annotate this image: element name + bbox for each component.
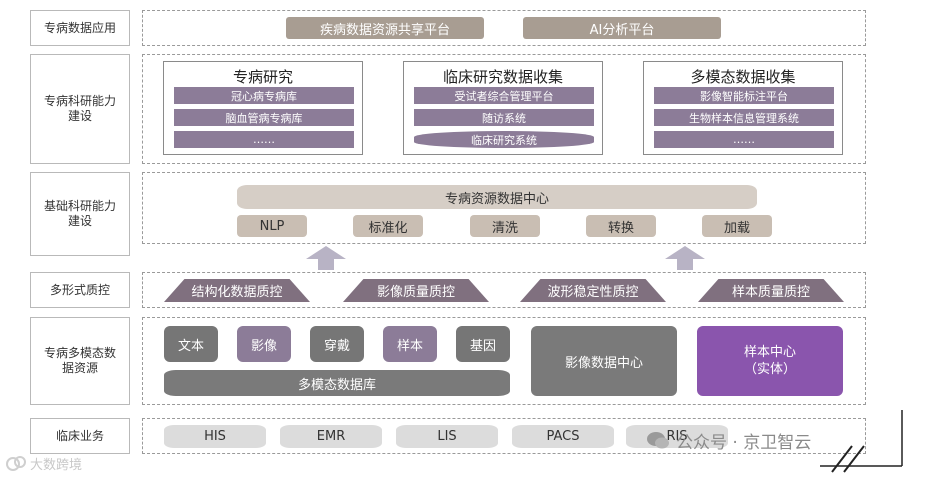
- app-layer-frame: [142, 10, 866, 46]
- basic-layer-frame: [142, 172, 866, 244]
- card-item: 随访系统: [414, 109, 594, 126]
- tile-imaging: 影像: [237, 326, 291, 362]
- card-title: 临床研究数据收集: [442, 68, 563, 86]
- multimodal-database: 多模态数据库: [164, 370, 510, 396]
- tile-gene: 基因: [456, 326, 510, 362]
- tile-sample: 样本: [383, 326, 437, 362]
- card-disease-research: 专病研究 冠心病专病库 脑血管病专病库 ……: [163, 61, 363, 155]
- system-lis: LIS: [396, 425, 498, 448]
- card-item: 临床研究系统: [414, 131, 594, 148]
- tag-clean: 清洗: [470, 215, 540, 237]
- qc-imaging: 影像质量质控: [343, 279, 489, 302]
- tag-nlp: NLP: [237, 215, 307, 237]
- research-layer-frame: [142, 54, 866, 164]
- card-item: ……: [174, 131, 354, 148]
- watermark-right: 公众号 · 京卫智云: [646, 426, 811, 454]
- system-emr: EMR: [280, 425, 382, 448]
- row-label-research: 专病科研能力 建设: [30, 54, 130, 164]
- up-arrow-icon: [665, 246, 705, 270]
- card-item: 脑血管病专病库: [174, 109, 354, 126]
- up-arrow-icon: [306, 246, 346, 270]
- row-label-clinical: 临床业务: [30, 418, 130, 454]
- card-item: 生物样本信息管理系统: [654, 109, 834, 126]
- card-item: 冠心病专病库: [174, 87, 354, 104]
- clinical-layer-frame: [142, 418, 866, 454]
- brand-logo-icon: [820, 410, 903, 473]
- card-title: 专病研究: [232, 68, 293, 86]
- watermark-left: 大数跨境: [6, 452, 82, 474]
- disease-data-center: 专病资源数据中心: [237, 185, 757, 209]
- watermark-logo-icon: [6, 456, 26, 471]
- tile-text: 文本: [164, 326, 218, 362]
- watermark-right-text: 公众号 · 京卫智云: [676, 432, 812, 453]
- watermark-left-text: 大数跨境: [30, 457, 83, 473]
- card-item: ……: [654, 131, 834, 148]
- resource-layer-frame: [142, 317, 866, 405]
- card-multimodal-collection: 多模态数据收集 影像智能标注平台 生物样本信息管理系统 ……: [643, 61, 843, 155]
- row-label-qc: 多形式质控: [30, 272, 130, 308]
- sample-center: 样本中心 （实体）: [697, 326, 843, 396]
- card-item: 影像智能标注平台: [654, 87, 834, 104]
- platform-data-sharing: 疾病数据资源共享平台: [286, 17, 484, 39]
- card-clinical-research: 临床研究数据收集 受试者综合管理平台 随访系统 临床研究系统: [403, 61, 603, 155]
- card-title: 多模态数据收集: [690, 68, 796, 86]
- row-label-resources: 专病多模态数 据资源: [30, 317, 130, 405]
- tile-wearable: 穿戴: [310, 326, 364, 362]
- imaging-data-center: 影像数据中心: [531, 326, 677, 396]
- tag-load: 加载: [702, 215, 772, 237]
- system-his: HIS: [164, 425, 266, 448]
- row-label-app: 专病数据应用: [30, 10, 130, 46]
- wechat-icon: [647, 432, 669, 449]
- qc-structured: 结构化数据质控: [164, 279, 310, 302]
- card-item: 受试者综合管理平台: [414, 87, 594, 104]
- tag-standardize: 标准化: [353, 215, 423, 237]
- tag-transform: 转换: [586, 215, 656, 237]
- qc-layer-frame: [142, 272, 866, 308]
- system-pacs: PACS: [512, 425, 614, 448]
- qc-waveform: 波形稳定性质控: [520, 279, 666, 302]
- row-label-basic: 基础科研能力 建设: [30, 172, 130, 256]
- platform-ai-analysis: AI分析平台: [523, 17, 721, 39]
- qc-sample: 样本质量质控: [698, 279, 844, 302]
